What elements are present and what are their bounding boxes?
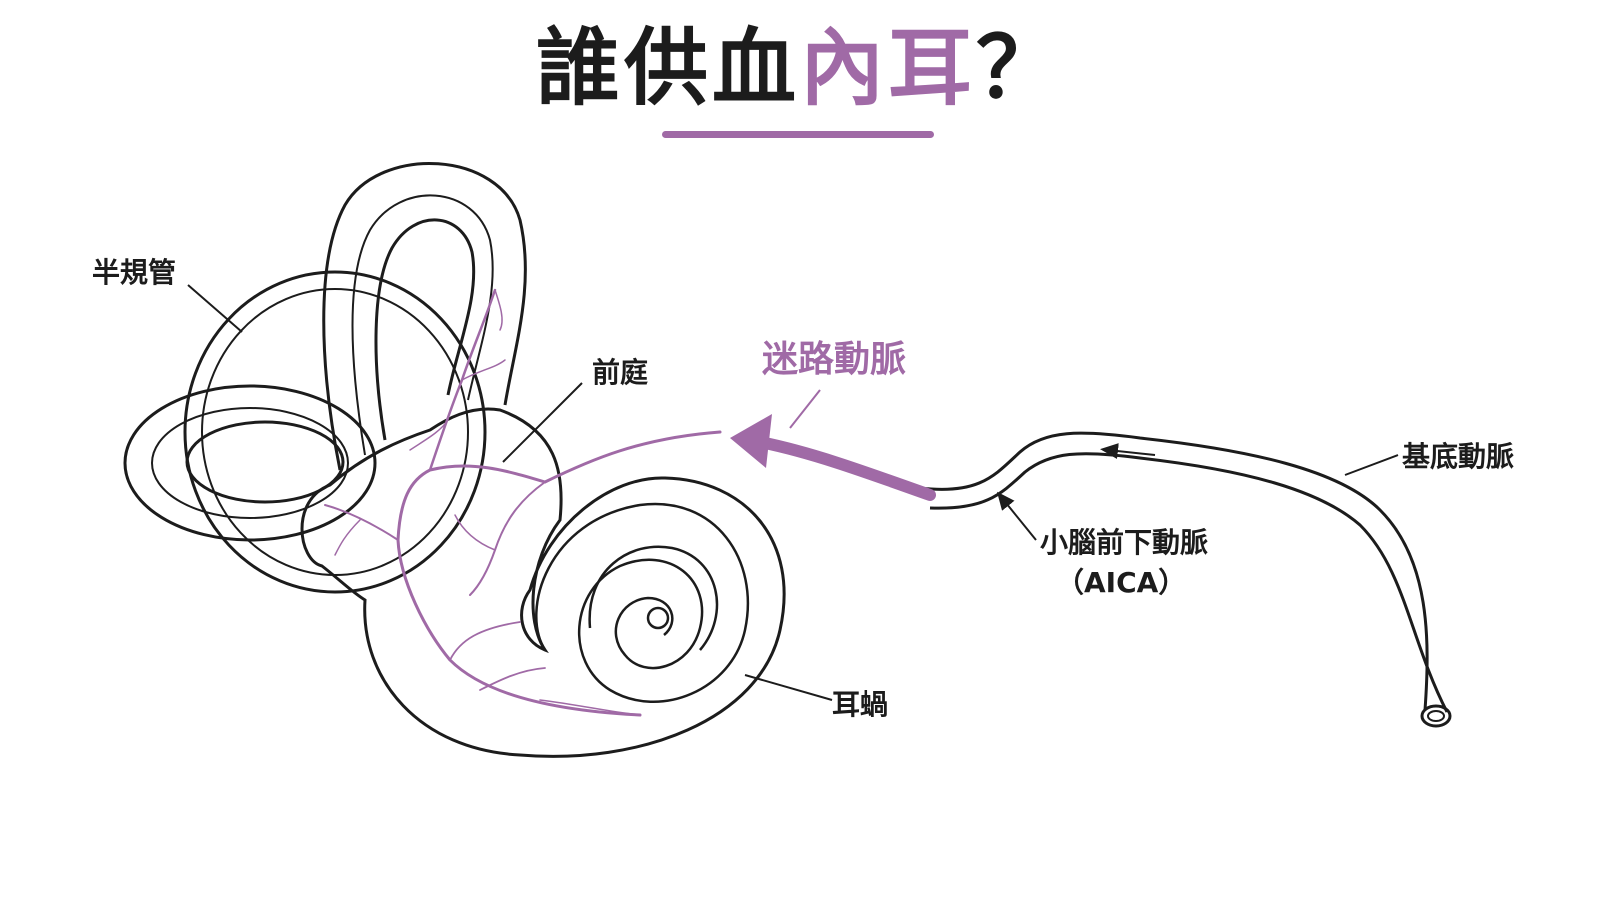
leader-labyrinthine <box>789 389 821 429</box>
posterior-canal <box>123 384 377 542</box>
leader-vestibule <box>502 382 583 463</box>
cochlea-spiral <box>535 502 750 704</box>
horizontal-canal <box>183 270 487 594</box>
leader-semicircular <box>187 284 243 333</box>
page-title: 誰供血內耳？ <box>0 22 1600 114</box>
label-aica-abbr: （AICA） <box>1056 566 1187 599</box>
label-vestibule: 前庭 <box>592 356 649 389</box>
label-basilar-artery: 基底動脈 <box>1402 440 1515 473</box>
label-labyrinthine-artery: 迷路動脈 <box>762 339 907 380</box>
leader-cochlea <box>744 674 833 701</box>
vestibule-outline <box>300 407 786 758</box>
flow-arrow <box>1100 443 1156 460</box>
superior-canal <box>322 161 527 471</box>
leader-aica <box>996 491 1037 541</box>
label-semicircular-canals: 半規管 <box>92 256 177 289</box>
label-cochlea: 耳蝸 <box>832 688 889 721</box>
leader-basilar <box>1344 454 1399 476</box>
title-underline <box>662 131 934 138</box>
label-aica: 小腦前下動脈 <box>1040 526 1209 559</box>
leader-lines <box>187 284 1399 701</box>
basilar-artery-tube <box>919 431 1452 728</box>
labyrinthine-arrow <box>730 414 936 501</box>
title-part-2: 內耳 <box>799 19 976 117</box>
title-part-3: ？ <box>976 19 1065 117</box>
title-part-1: 誰供血 <box>535 19 800 117</box>
labyrinthine-branches <box>324 288 722 717</box>
